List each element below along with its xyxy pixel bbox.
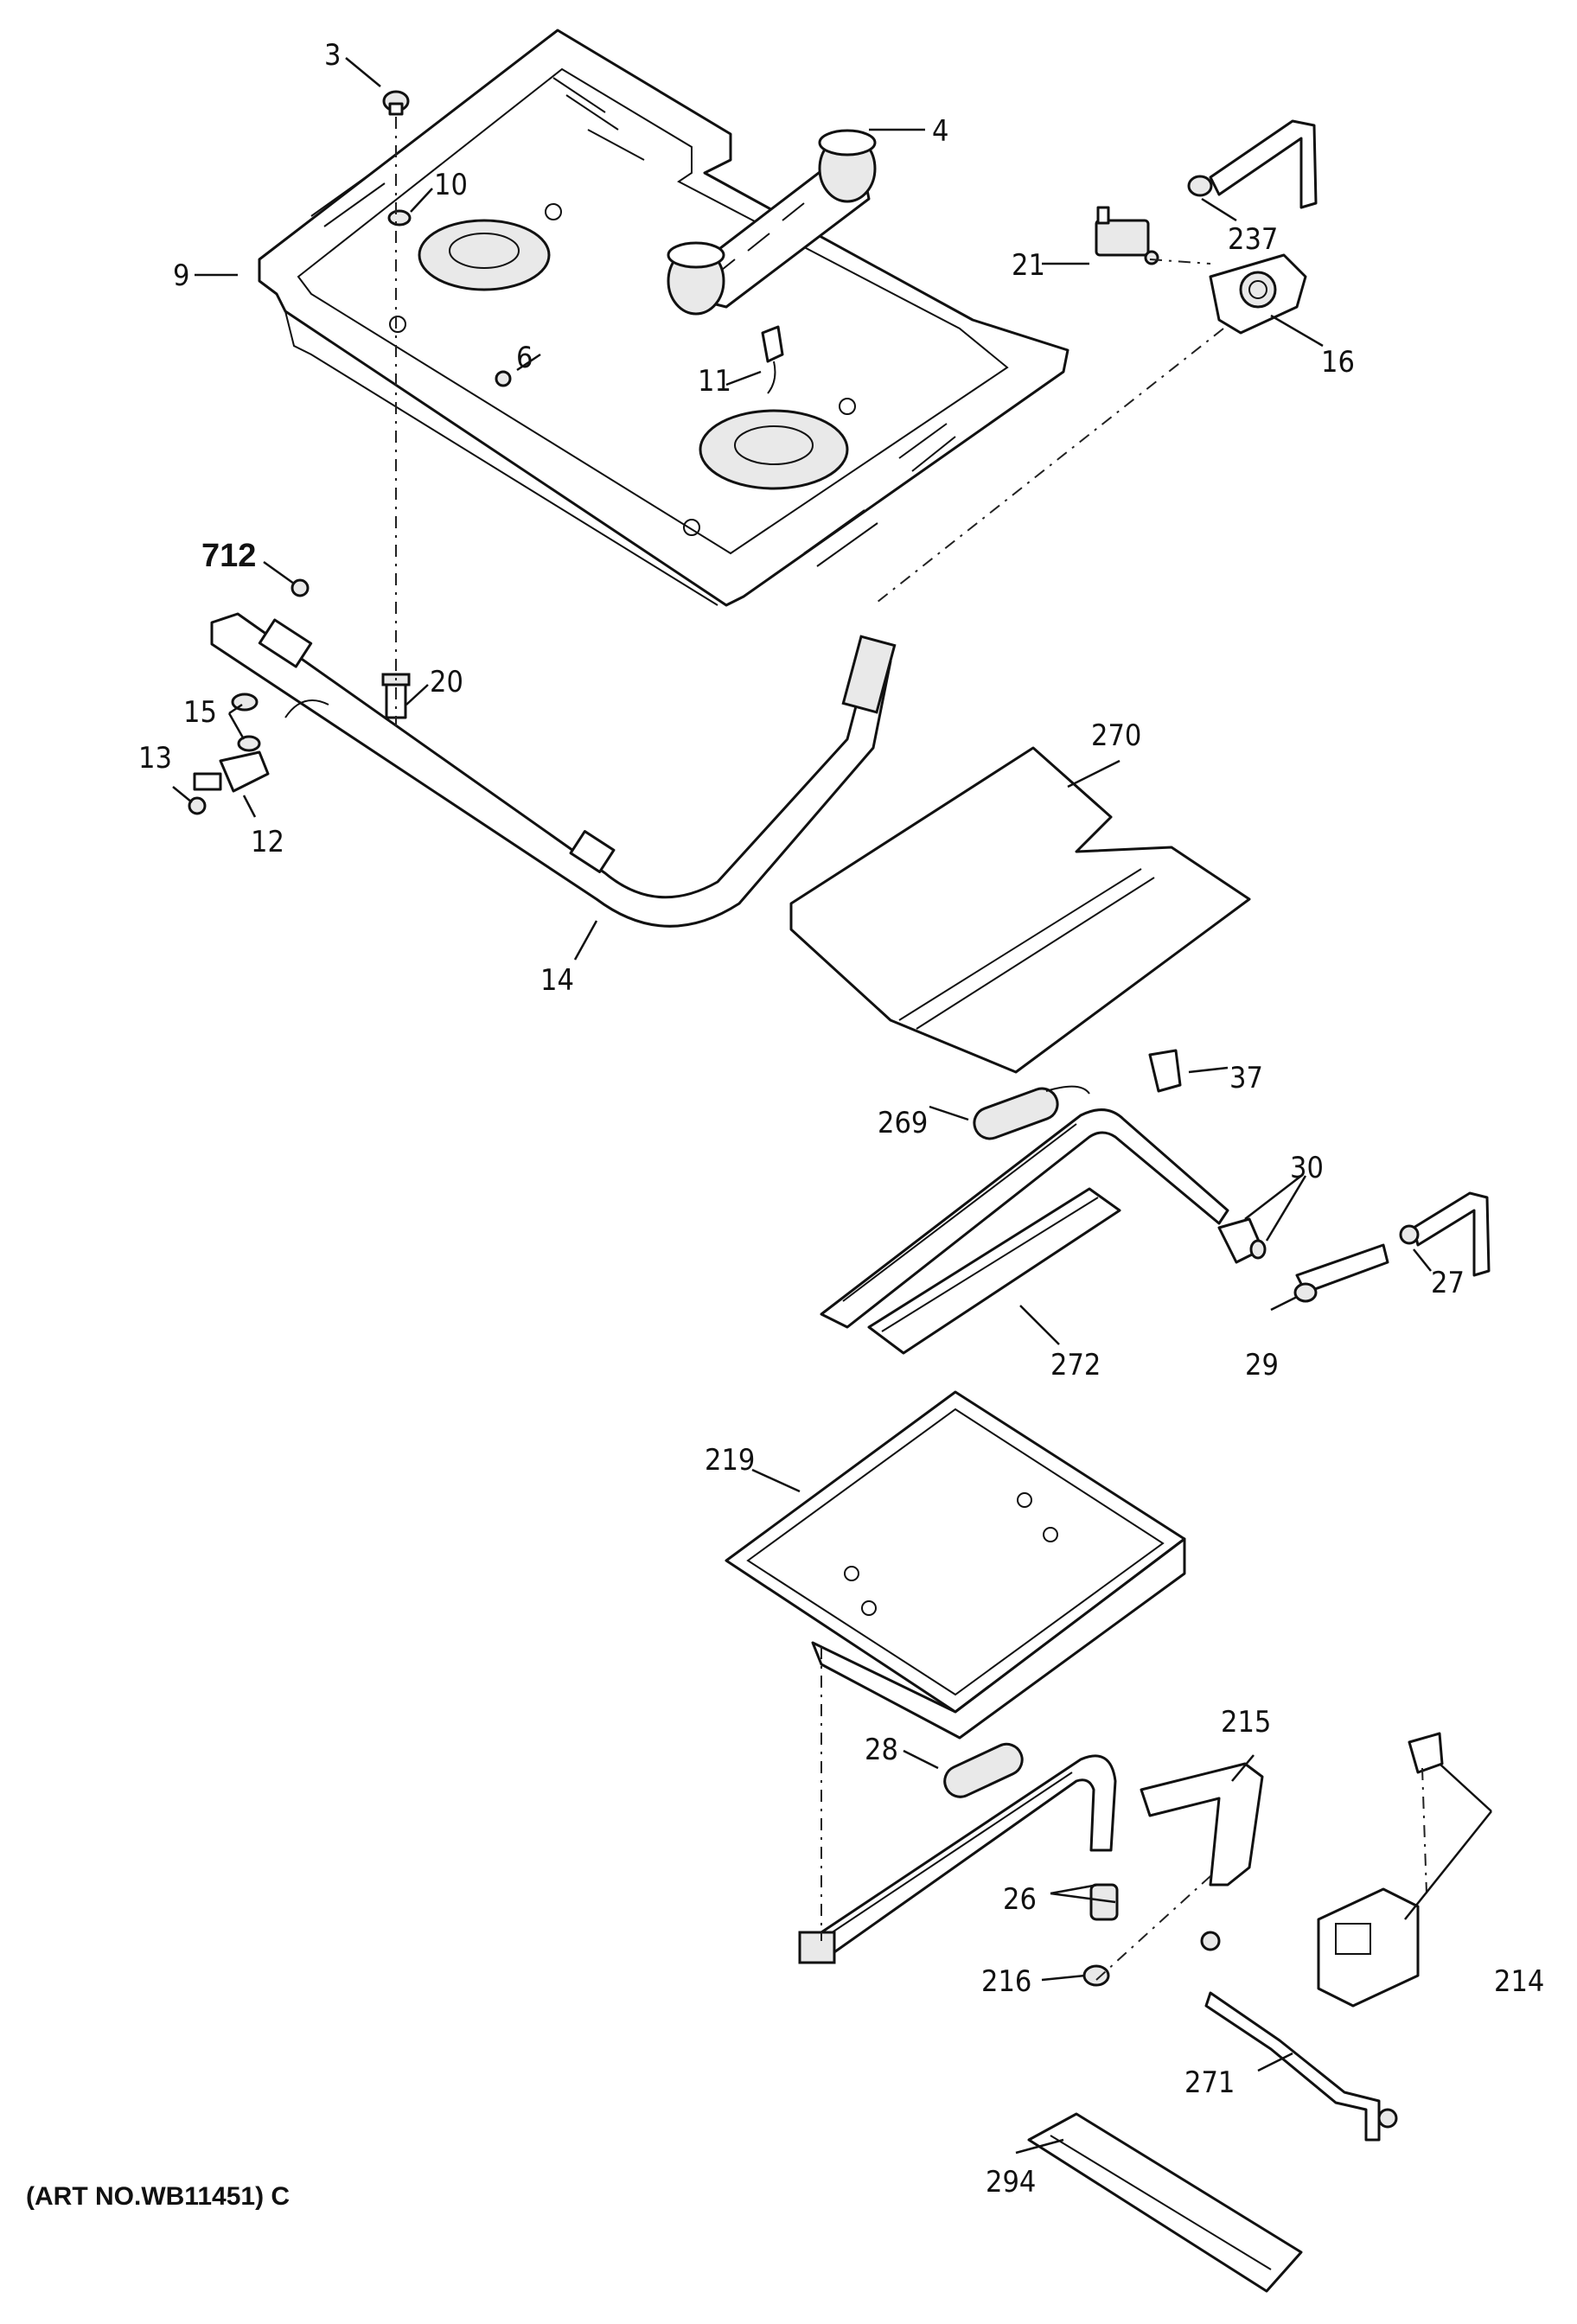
callout-4: 4 — [932, 114, 948, 149]
burner-box-pan — [258, 29, 1069, 607]
valve-12 — [193, 750, 270, 793]
callout-270: 270 — [1091, 718, 1141, 753]
nut-237 — [1187, 175, 1213, 197]
callout-12: 12 — [251, 825, 284, 859]
fitting-29 — [1293, 1243, 1389, 1303]
callout-10: 10 — [434, 168, 468, 202]
oven-burner-tube — [798, 1754, 1117, 1964]
washers-15 — [231, 693, 261, 752]
bracket-37 — [1148, 1049, 1182, 1093]
callout-271: 271 — [1184, 2065, 1235, 2100]
nut-216 — [1082, 1964, 1110, 1987]
gas-line-top — [1209, 119, 1318, 209]
callout-15: 15 — [183, 695, 217, 730]
art-number-label: (ART NO.WB11451) C — [26, 2182, 290, 2211]
callout-237: 237 — [1228, 222, 1278, 257]
callout-21: 21 — [1012, 248, 1045, 283]
callout-219: 219 — [705, 1443, 755, 1478]
callout-37: 37 — [1229, 1061, 1263, 1095]
callout-216: 216 — [981, 1964, 1031, 1999]
callout-27: 27 — [1431, 1266, 1465, 1300]
heat-shield-270 — [789, 746, 1251, 1074]
valve-bracket-16 — [1209, 253, 1307, 335]
assembly-centerlines — [395, 117, 1427, 1981]
callout-294: 294 — [986, 2165, 1036, 2200]
ignition-switch-21 — [1095, 206, 1159, 265]
callout-712: 712 — [201, 538, 256, 574]
nut-13 — [188, 796, 207, 815]
support-294 — [1027, 2112, 1303, 2293]
callout-26: 26 — [1003, 1882, 1037, 1917]
callout-labels: 3 4 10 9 237 21 16 6 11 712 20 15 13 12 … — [138, 38, 1544, 2200]
manifold-pipe-14 — [210, 612, 897, 928]
callout-16: 16 — [1321, 345, 1355, 380]
bracket-11 — [761, 325, 784, 394]
callout-13: 13 — [138, 741, 172, 776]
callout-29: 29 — [1245, 1348, 1279, 1382]
callout-214: 214 — [1494, 1964, 1544, 1999]
callout-6: 6 — [516, 341, 533, 375]
screw-712 — [290, 578, 310, 597]
orifice-parts-26 — [1089, 1883, 1119, 1921]
bracket-215 — [1140, 1762, 1264, 1887]
oven-valve-214 — [1317, 1732, 1444, 2129]
callout-269: 269 — [878, 1106, 928, 1140]
washer-10 — [387, 209, 412, 227]
baffle-272 — [867, 1187, 1121, 1355]
igniter-269 — [973, 1085, 1090, 1140]
igniter-28 — [943, 1742, 1024, 1798]
callout-215: 215 — [1221, 1705, 1271, 1740]
callout-11: 11 — [698, 364, 731, 399]
screw-3 — [382, 90, 410, 116]
callout-14: 14 — [540, 963, 574, 998]
gas-line-27 — [1399, 1191, 1491, 1277]
callout-9: 9 — [173, 259, 189, 293]
broiler-drawer-219 — [725, 1390, 1186, 1740]
screw-6 — [495, 370, 512, 387]
leader-lines — [172, 57, 1492, 2155]
broil-burner-tube — [820, 1108, 1229, 1329]
gas-line-271 — [1200, 1931, 1381, 2142]
callout-30: 30 — [1290, 1151, 1324, 1185]
top-burners — [667, 129, 877, 316]
callout-272: 272 — [1050, 1348, 1101, 1382]
orifice-parts-30 — [1217, 1217, 1267, 1264]
callout-3: 3 — [324, 38, 341, 73]
callout-28: 28 — [865, 1733, 898, 1767]
callout-20: 20 — [430, 665, 463, 699]
